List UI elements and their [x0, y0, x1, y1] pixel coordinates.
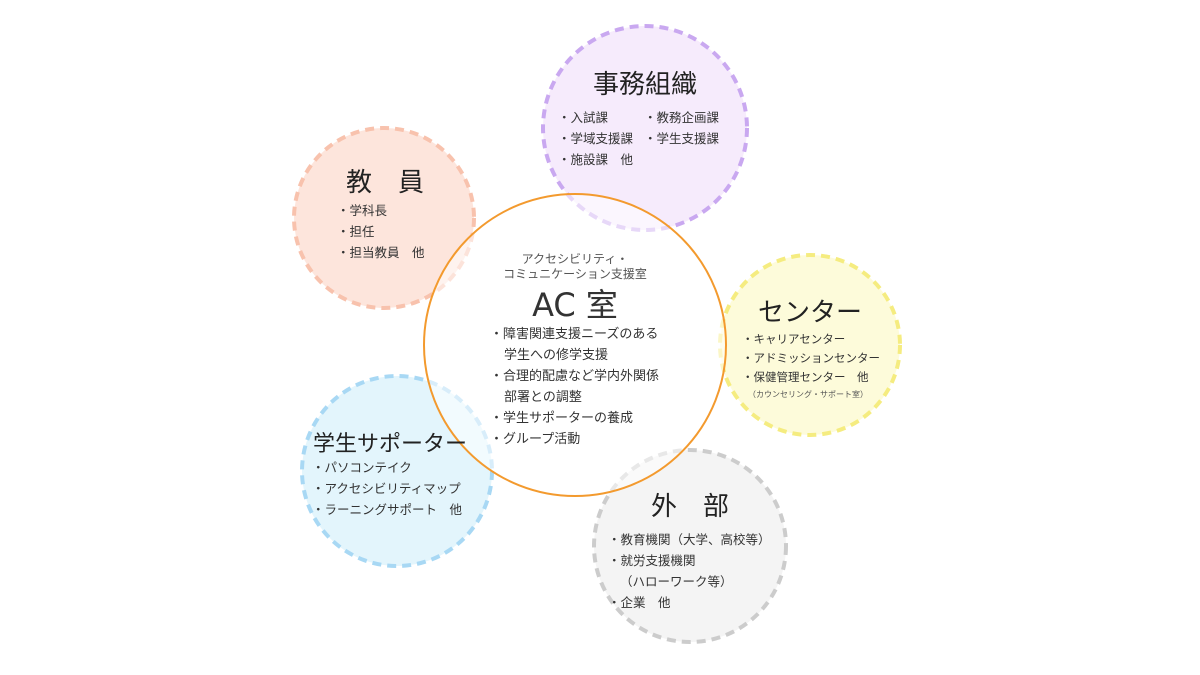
gaibu-item: 教育機関（大学、高校等） [608, 529, 771, 550]
gaibu-item-cont: （ハローワーク等） [620, 574, 733, 589]
kyoin-title: 教 員 [345, 168, 424, 198]
ac-subtitle-line2: コミュニケーション支援室 [503, 267, 647, 281]
jimu-item: 教務企画課 [644, 107, 720, 128]
ac-subtitle-line1: アクセシビリティ・ [521, 252, 629, 266]
center-item: アドミッションセンター [742, 349, 881, 368]
ac-item-cont: 学生への修学支援 [504, 348, 609, 363]
gaibu-item: 就労支援機関 [608, 550, 771, 571]
ac-item-cont: 部署との調整 [504, 390, 582, 405]
jimu-items-left: 入試課 学域支援課 施設課 他 [558, 107, 634, 170]
ac-item: 障害関連支援ニーズのある [490, 324, 659, 345]
jimu-items-right: 教務企画課 学生支援課 [644, 107, 720, 149]
jimu-item: 学生支援課 [644, 128, 720, 149]
supporter-items: パソコンテイク アクセシビリティマップ ラーニングサポート 他 [312, 457, 463, 520]
supporter-title: 学生サポーター [312, 432, 467, 457]
jimu-item: 学域支援課 [558, 128, 634, 149]
center-title: センター [757, 298, 862, 328]
gaibu-title: 外 部 [650, 492, 729, 522]
gaibu-items: 教育機関（大学、高校等） 就労支援機関 （ハローワーク等） 企業 他 [608, 529, 771, 613]
ac-title: AC 室 [532, 286, 618, 324]
supporter-item: パソコンテイク [312, 457, 462, 478]
jimu-item: 入試課 [558, 107, 633, 128]
ac-item: 学生サポーターの養成 [490, 408, 659, 429]
supporter-item: ラーニングサポート 他 [312, 499, 463, 520]
ac-item: グループ活動 [490, 429, 659, 450]
center-note: （カウンセリング・サポート室） [748, 390, 868, 399]
jimu-item: 施設課 他 [558, 149, 634, 170]
supporter-item: アクセシビリティマップ [312, 478, 462, 499]
jimu-title: 事務組織 [592, 70, 697, 100]
kyoin-item: 担当教員 他 [337, 242, 425, 263]
center-items: キャリアセンター アドミッションセンター 保健管理センター 他 [742, 330, 881, 387]
ac-item: 合理的配慮など学内外関係 [490, 366, 659, 387]
ac-items: 障害関連支援ニーズのある 学生への修学支援 合理的配慮など学内外関係 部署との調… [490, 324, 659, 450]
center-item: キャリアセンター [742, 330, 880, 349]
center-item: 保健管理センター 他 [742, 368, 880, 387]
ac-subtitle: アクセシビリティ・ コミュニケーション支援室 [475, 252, 675, 282]
gaibu-item: 企業 他 [608, 592, 771, 613]
kyoin-item: 学科長 [337, 200, 425, 221]
kyoin-items: 学科長 担任 担当教員 他 [337, 200, 425, 263]
kyoin-item: 担任 [337, 221, 425, 242]
